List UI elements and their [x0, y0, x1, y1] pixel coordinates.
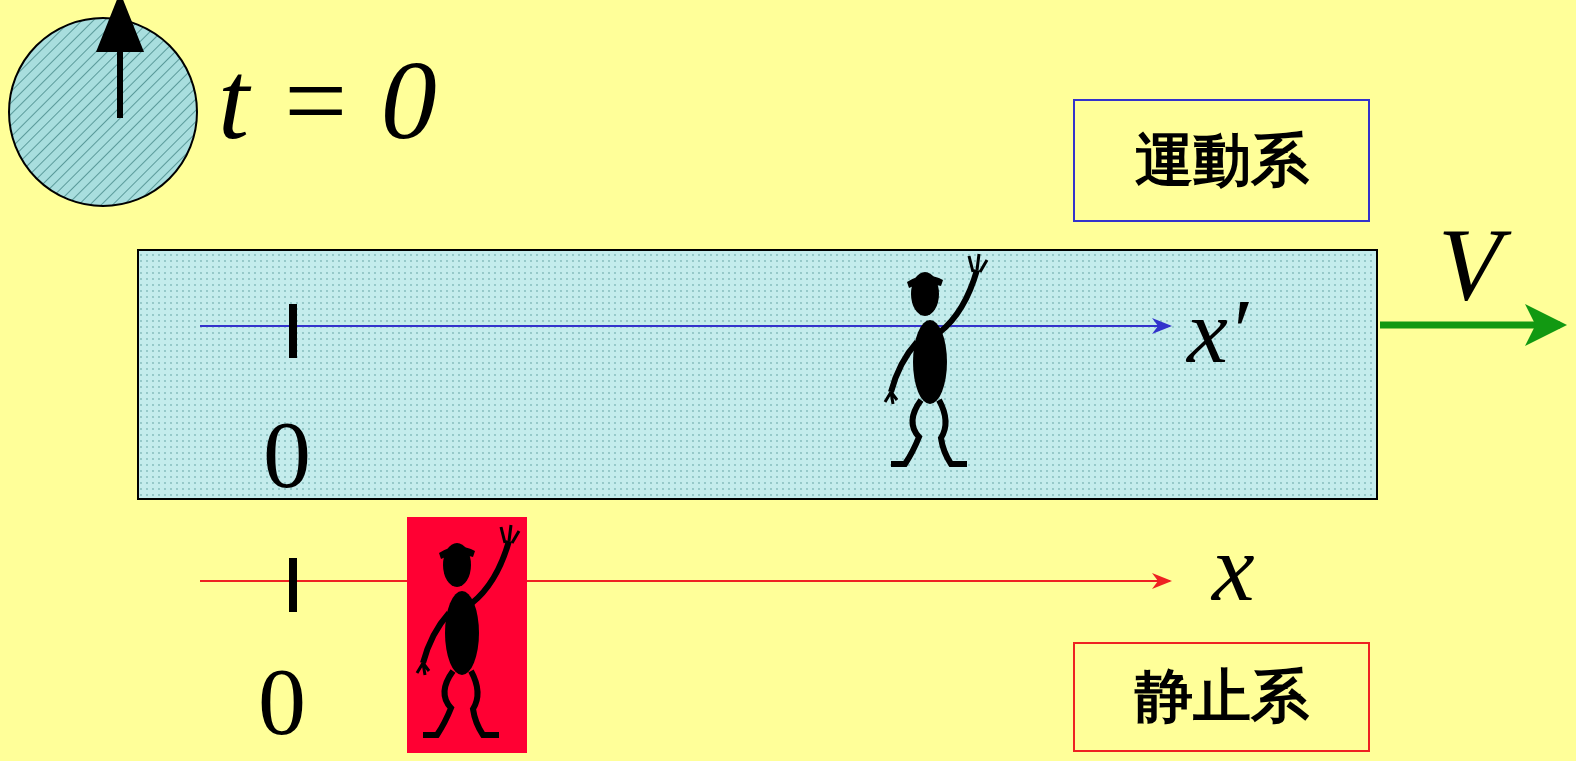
frame-name: 静止系 [1135, 665, 1309, 729]
axis-label: x [1212, 520, 1255, 616]
origin-label: 0 [263, 407, 311, 503]
moving-frame [138, 250, 1377, 499]
clock-hand [117, 22, 123, 118]
clock-face [9, 18, 197, 206]
origin-label: 0 [258, 654, 306, 750]
origin-tick [289, 304, 297, 358]
moving-frame-band: 0 x′ [137, 249, 1378, 500]
velocity-label: V [1438, 212, 1502, 316]
rest-observer-highlight [407, 517, 527, 753]
origin-tick [289, 558, 297, 612]
axis-label: x′ [1187, 285, 1248, 377]
rest-person [417, 525, 519, 735]
frame-name-box: 運動系 [1073, 99, 1370, 222]
frame-name-box: 静止系 [1073, 642, 1370, 752]
x-axis [200, 580, 1170, 582]
velocity-arrow [1380, 322, 1560, 329]
moving-person [885, 254, 987, 464]
time-label: t = 0 [218, 44, 437, 156]
x-prime-axis [200, 325, 1170, 327]
frame-name: 運動系 [1135, 129, 1309, 193]
